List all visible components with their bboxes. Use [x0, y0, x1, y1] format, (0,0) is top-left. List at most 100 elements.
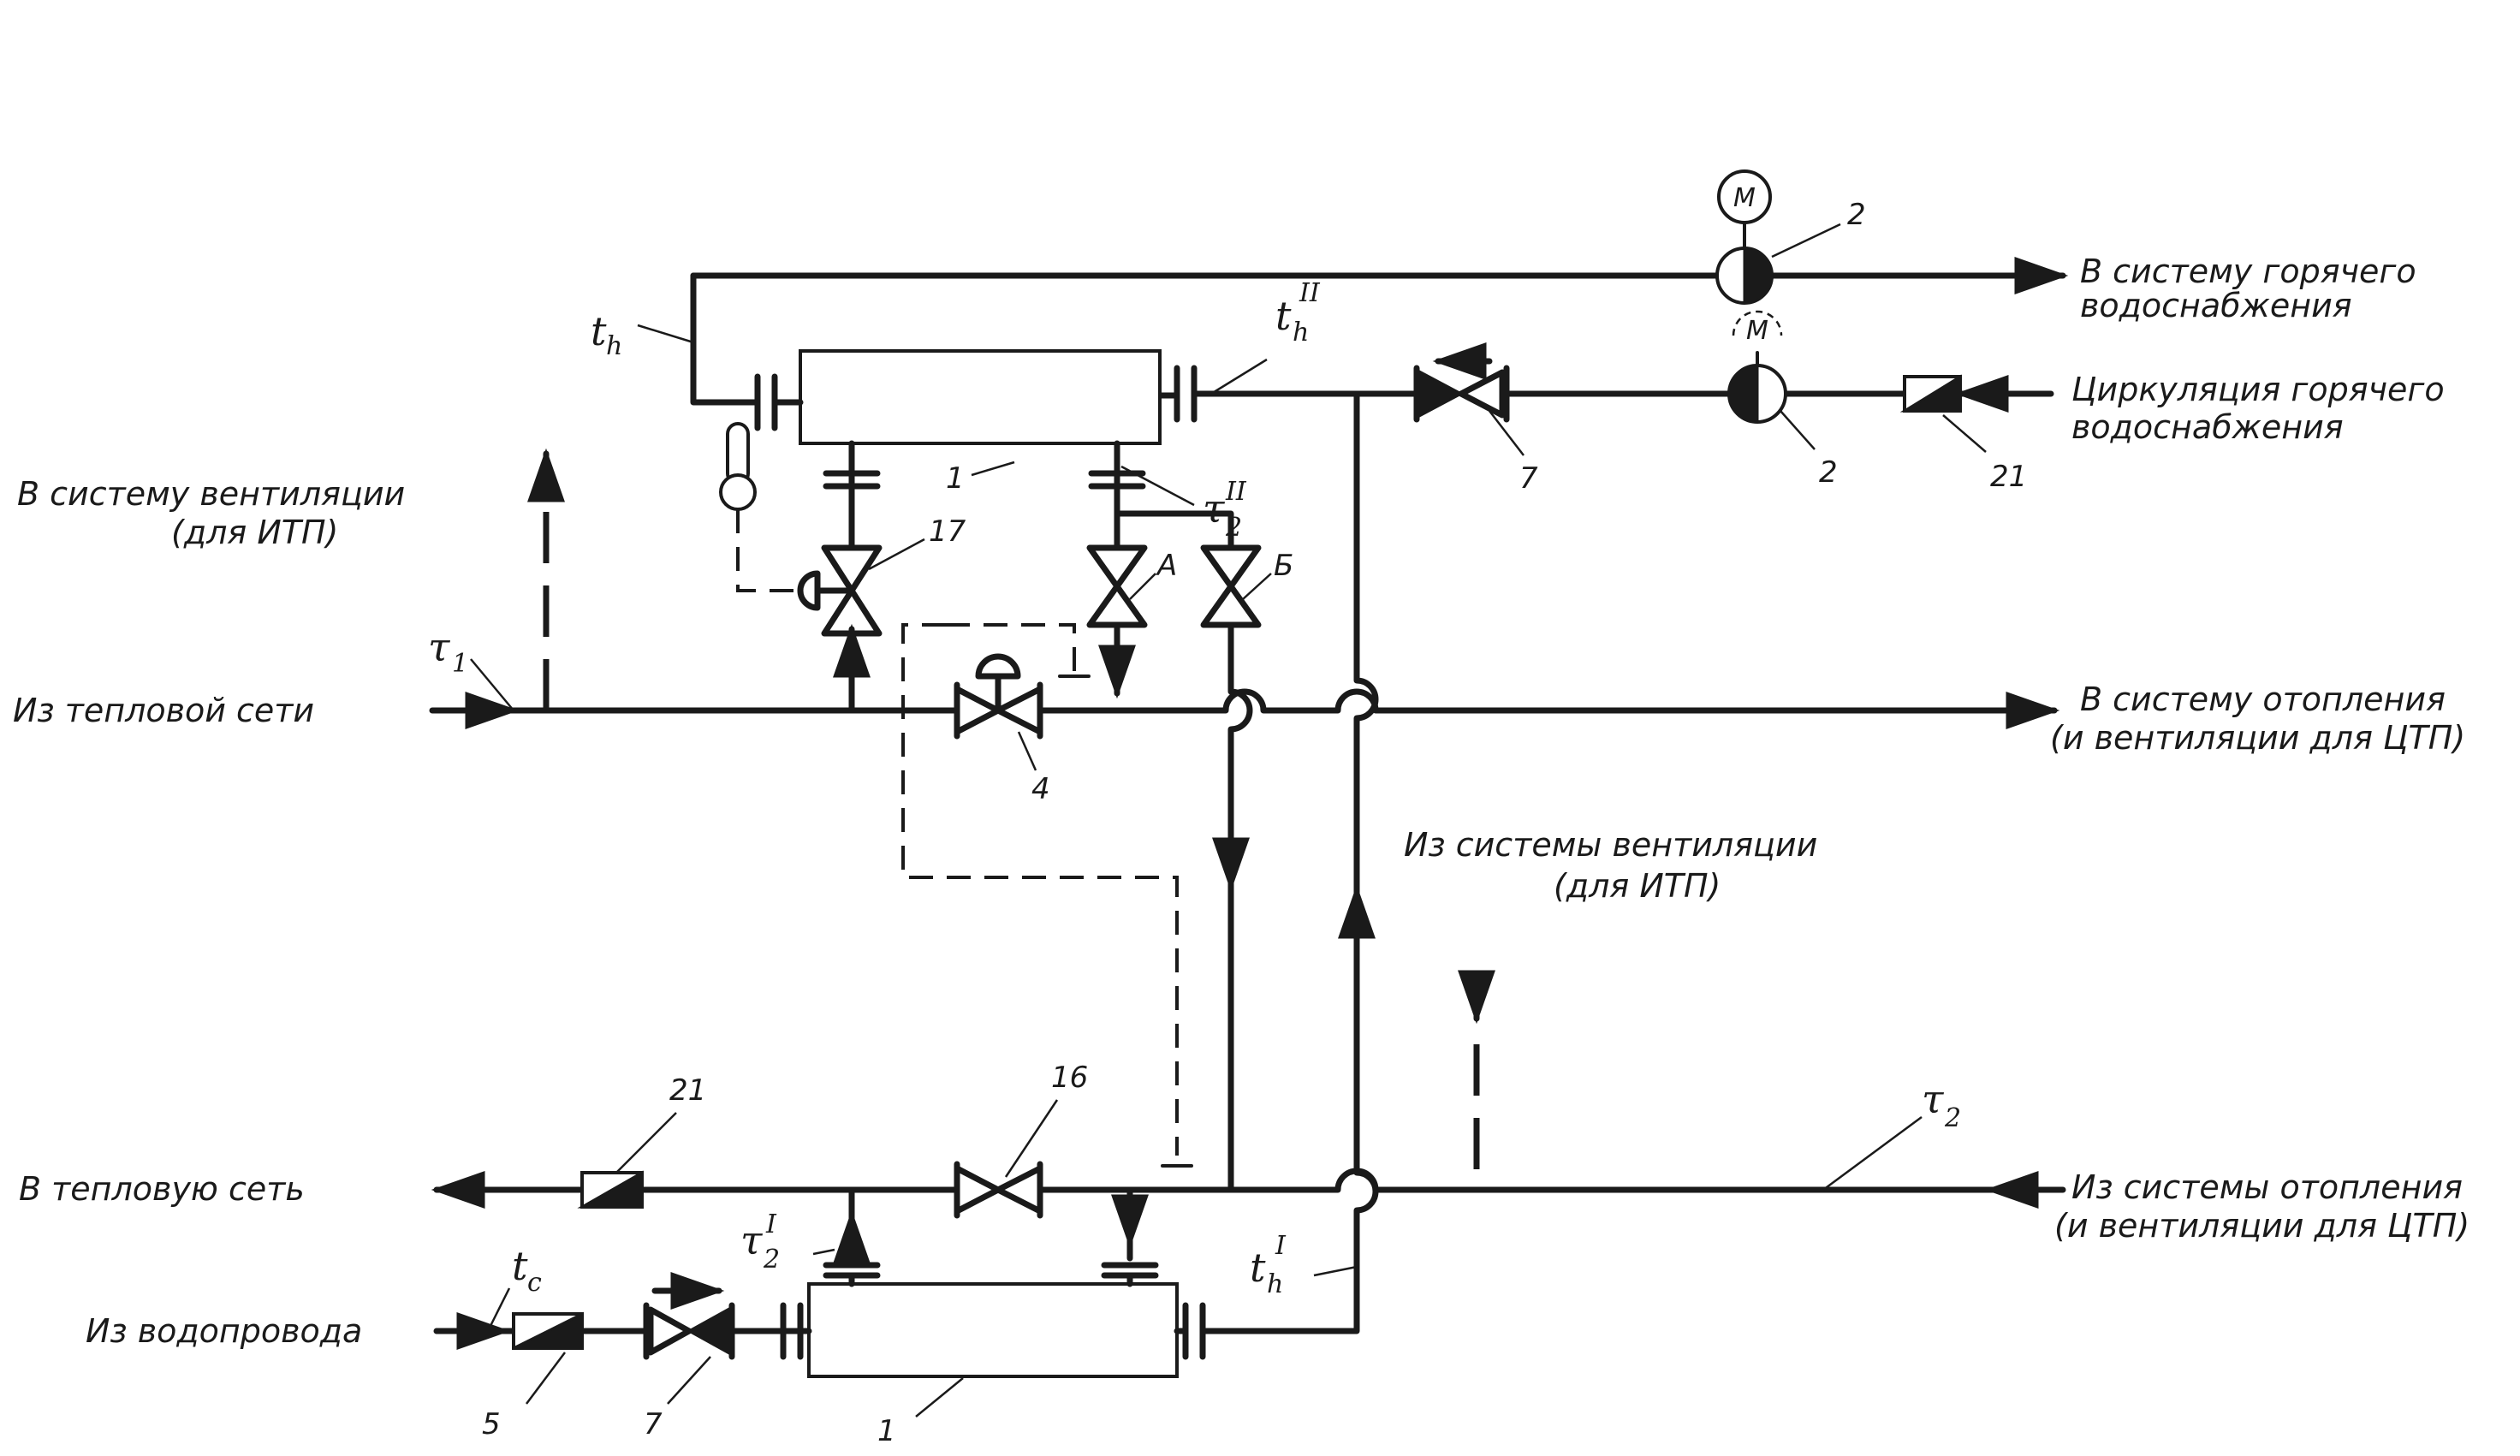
svg-text:1: 1: [452, 649, 468, 679]
leader-tau2: [1822, 1115, 1923, 1192]
check-valve-21-top: [1899, 374, 1962, 413]
leader-4: [1017, 731, 1037, 771]
valve-b: [1200, 544, 1262, 628]
label-hot-water-out-2: водоснабжения: [2080, 287, 2352, 324]
label-from-heating-2: (и вентиляции для ЦТП): [2054, 1207, 2469, 1245]
svg-text:h: h: [1267, 1269, 1283, 1299]
svg-text:t: t: [1250, 1245, 1266, 1291]
regulator-valve-4: [954, 653, 1043, 740]
svg-text:τ: τ: [428, 624, 451, 670]
label-ventilation-out-1: В систему вентиляции: [17, 475, 405, 513]
pump-2-top: [1715, 169, 1774, 305]
leader-th2: [1210, 358, 1268, 395]
symbol-th: t h: [591, 308, 622, 361]
leader-a: [1129, 573, 1156, 600]
callout-pump-mid: 2: [1819, 455, 1838, 490]
th-riser: [690, 272, 761, 406]
leader-7-top: [1489, 410, 1524, 456]
flange-top-right: [1174, 365, 1233, 423]
callout-17: 17: [929, 514, 966, 549]
callout-7-bottom: 7: [644, 1407, 663, 1441]
svg-text:2: 2: [1944, 1103, 1961, 1133]
flange-bottom-top-2: [1101, 1262, 1159, 1287]
flange-bottom-top-1: [823, 1262, 881, 1287]
symbol-tc: t c: [512, 1243, 542, 1298]
svg-text:II: II: [1225, 477, 1247, 507]
valve-7-top: [1413, 342, 1510, 423]
valve-a: [1086, 544, 1148, 628]
callout-heater-bottom: 1: [877, 1414, 896, 1448]
label-hot-water-out-1: В систему горячего: [2080, 253, 2416, 290]
svg-text:2: 2: [763, 1245, 780, 1275]
leader-pump-top: [1771, 223, 1841, 259]
leader-17: [868, 538, 925, 571]
label-from-water-supply: Из водопровода: [86, 1312, 362, 1350]
leader-tau2-2: [1120, 465, 1195, 507]
flange-top-left: [754, 373, 804, 431]
label-ventilation-in-2: (для ИТП): [1554, 867, 1721, 905]
label-ventilation-out-2: (для ИТП): [171, 514, 338, 551]
leader-tau1: [470, 658, 514, 711]
svg-text:τ: τ: [1922, 1076, 1945, 1122]
callout-16: 16: [1051, 1061, 1088, 1095]
svg-text:h: h: [606, 331, 622, 361]
leader-5: [526, 1352, 566, 1405]
label-from-heating-1: Из системы отопления: [2071, 1168, 2463, 1206]
regulator-impulse-line-top: [946, 623, 1076, 676]
symbol-tau2-2: τ 2 II: [1203, 477, 1247, 543]
valve-7-bottom: [643, 1271, 735, 1360]
leader-7-bottom: [667, 1356, 711, 1405]
leader-heater-top: [971, 461, 1015, 477]
label-ventilation-in-1: Из системы вентиляции: [1404, 826, 1817, 864]
leader-tc: [486, 1287, 511, 1332]
leader-tau2-1: [812, 1248, 835, 1256]
callout-b: Б: [1274, 549, 1293, 583]
motor-top-label: M: [1733, 183, 1756, 213]
callout-21-top: 21: [1990, 460, 2027, 494]
filter-5: [512, 1311, 584, 1350]
leader-th1: [1313, 1265, 1358, 1277]
leader-16: [1004, 1099, 1059, 1178]
return-main-pipe: [1037, 1168, 1994, 1193]
svg-text:t: t: [512, 1243, 528, 1289]
label-heating-out-2: (и вентиляции для ЦТП): [2050, 719, 2465, 757]
heater-1-bottom: [807, 1282, 1179, 1378]
label-to-heat-network: В тепловую сеть: [19, 1170, 305, 1208]
svg-text:h: h: [1293, 318, 1309, 348]
svg-text:I: I: [765, 1209, 777, 1239]
svg-text:I: I: [1275, 1231, 1287, 1261]
label-circulation-1: Циркуляция горячего: [2071, 371, 2445, 408]
callout-4: 4: [1031, 772, 1050, 806]
symbol-th2: t h II: [1275, 278, 1321, 348]
pump-2-mid: [1727, 310, 1787, 424]
label-from-heat-network: Из тепловой сети: [13, 692, 314, 729]
leader-b: [1242, 573, 1272, 600]
symbol-tau1: τ 1: [428, 624, 468, 679]
svg-text:II: II: [1299, 278, 1321, 308]
callout-heater-top: 1: [946, 461, 965, 496]
svg-text:2: 2: [1225, 513, 1242, 543]
supply-main-pipe-2: [1037, 688, 2060, 730]
callout-21-bottom: 21: [669, 1073, 706, 1108]
svg-text:t: t: [1275, 293, 1292, 339]
svg-text:c: c: [527, 1268, 542, 1298]
symbol-tau2: τ 2: [1922, 1076, 1961, 1133]
flange-bottom-left: [780, 1302, 812, 1360]
symbol-th1: t h I: [1250, 1231, 1287, 1299]
callout-pump-top: 2: [1847, 198, 1866, 232]
heater-1-top: [799, 349, 1162, 445]
label-heating-out-1: В систему отопления: [2080, 680, 2446, 718]
svg-text:τ: τ: [740, 1217, 764, 1263]
leader-21-top: [1942, 414, 1987, 453]
label-circulation-2: водоснабжения: [2071, 408, 2344, 446]
motor-mid-label: M: [1746, 316, 1768, 346]
leader-pump-mid: [1780, 410, 1816, 450]
regulator-impulse-line: [901, 623, 1179, 1156]
svg-text:t: t: [591, 308, 607, 354]
flange-bottom-right: [1174, 1302, 1206, 1360]
valve-17: [797, 544, 883, 637]
valve-b-outlet: [1227, 621, 1253, 859]
callout-5: 5: [482, 1407, 501, 1441]
callout-7-top: 7: [1519, 461, 1538, 496]
